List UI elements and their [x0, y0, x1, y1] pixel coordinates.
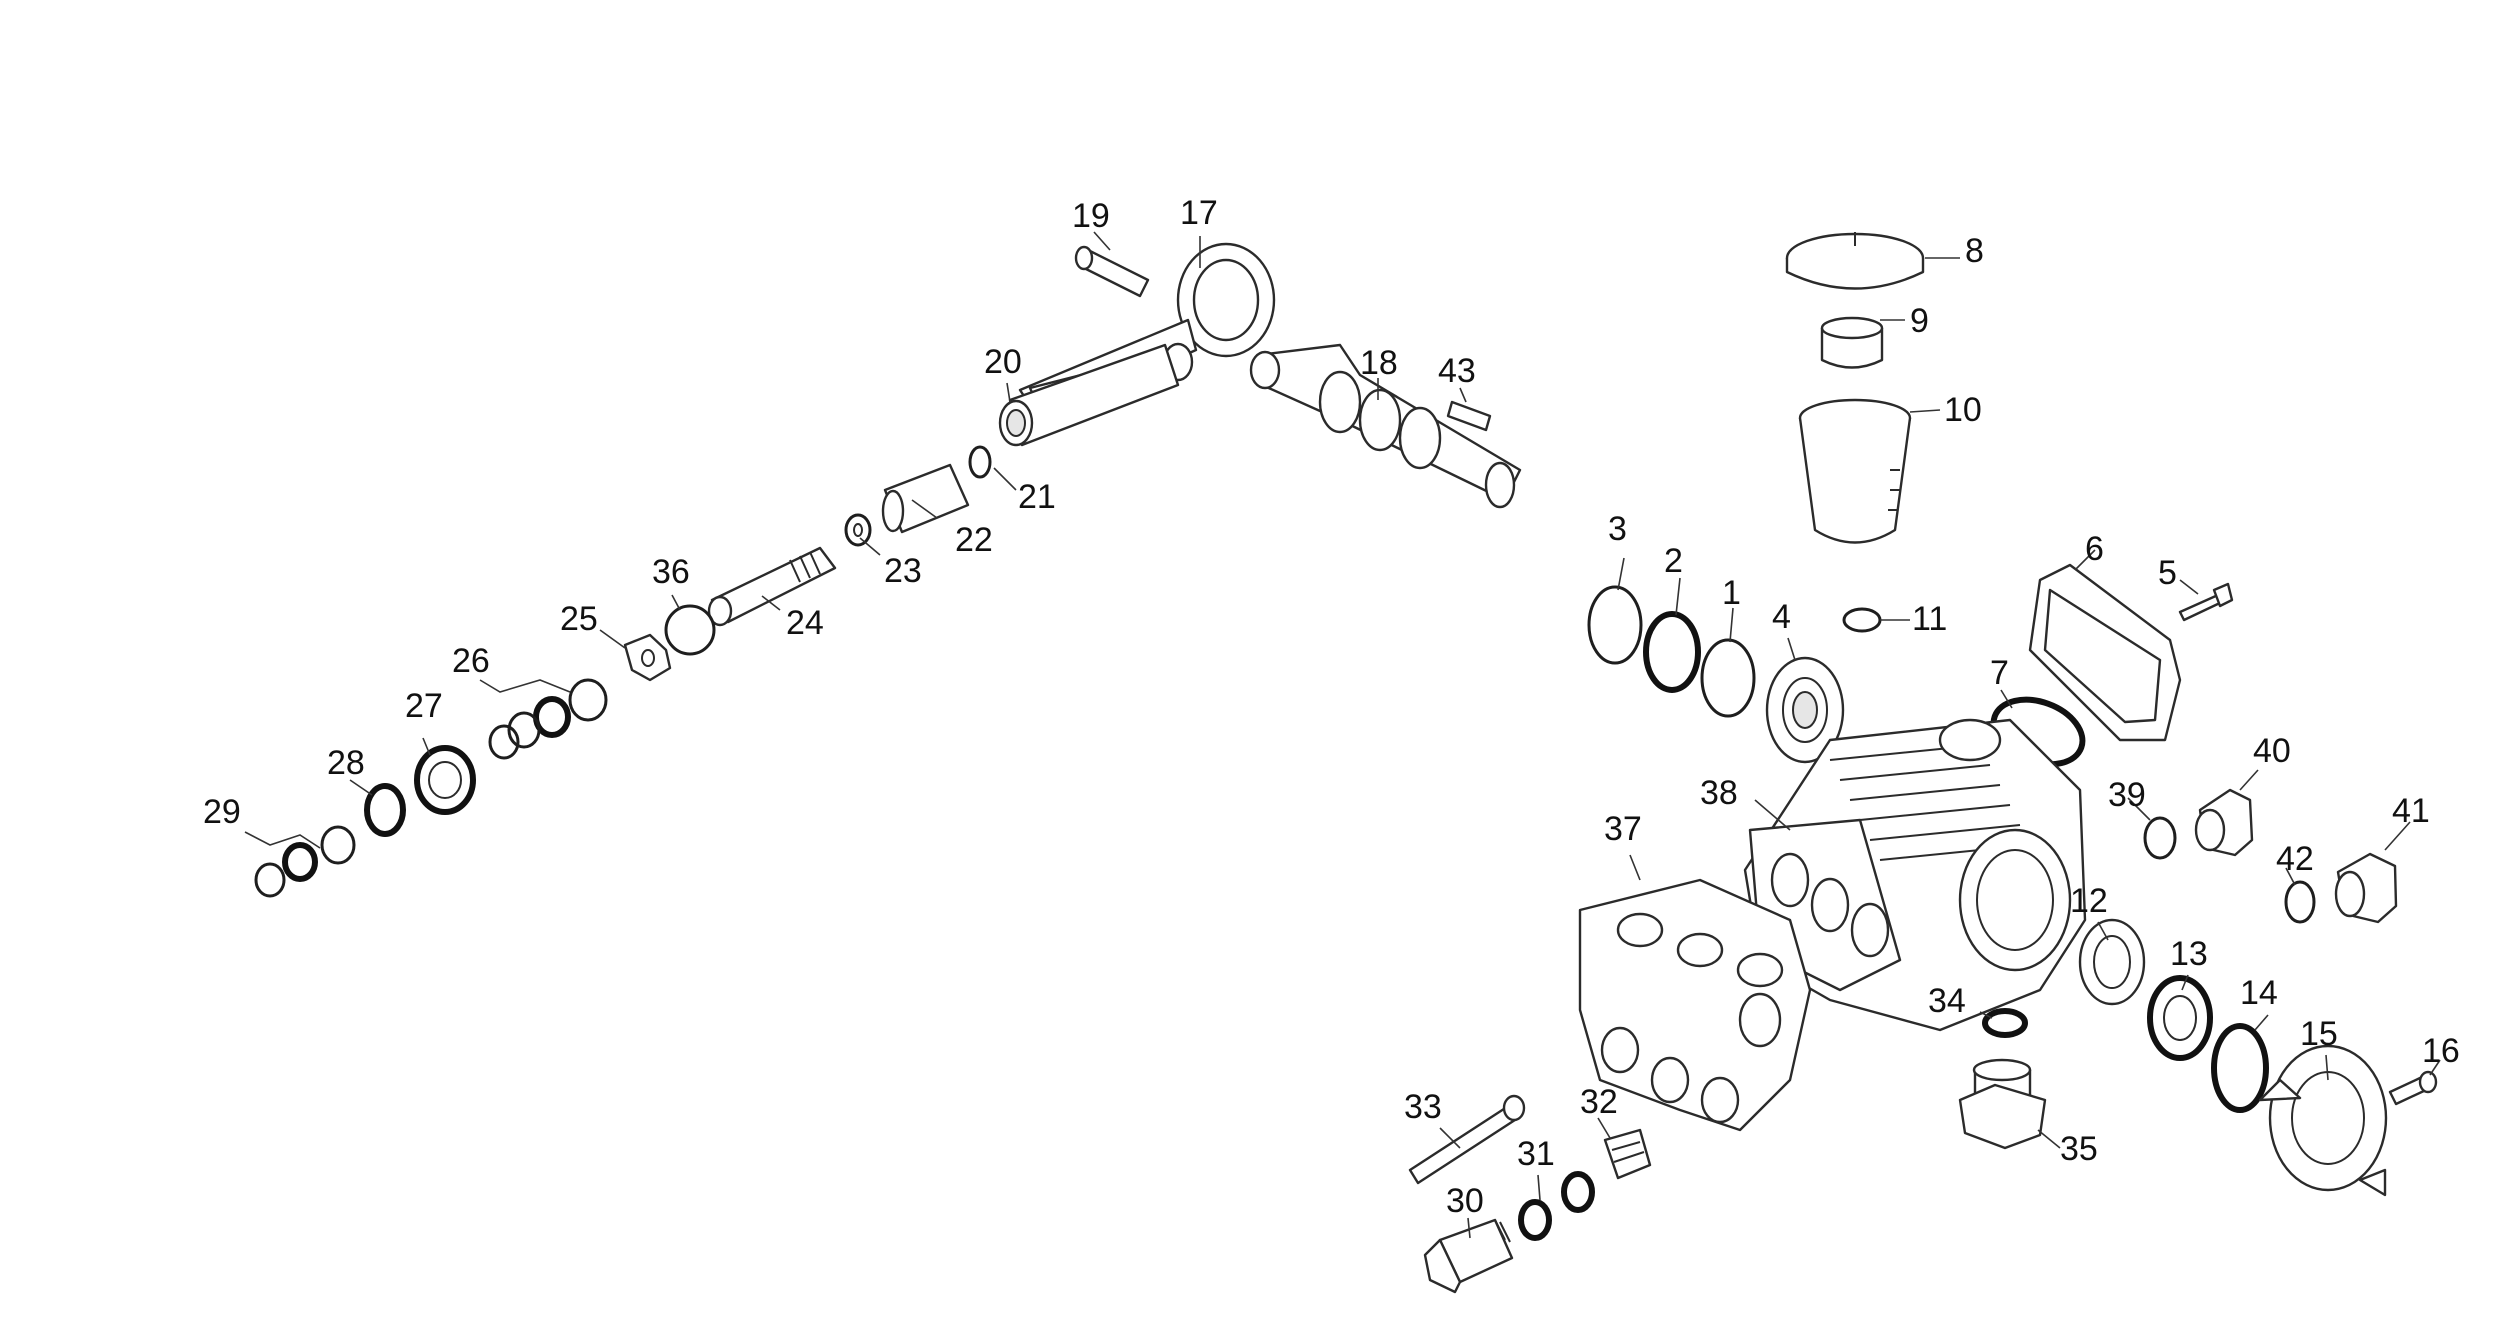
part-26-seal-set [488, 678, 608, 760]
callout-1: 1 [1722, 574, 1741, 612]
callout-31: 31 [1517, 1135, 1555, 1173]
part-27-seal-housing [414, 745, 476, 815]
callout-36: 36 [652, 553, 690, 591]
callout-20: 20 [984, 343, 1022, 381]
part-4-bearing [1765, 656, 1845, 764]
callout-10: 10 [1944, 391, 1982, 429]
part-43-key [1446, 400, 1492, 432]
part-12-bearing [2078, 918, 2146, 1006]
callout-13: 13 [2170, 935, 2208, 973]
part-34-o-ring [1982, 1008, 2028, 1038]
part-23-washer [844, 513, 872, 547]
callout-38: 38 [1700, 774, 1738, 812]
part-33-bolt [1408, 1094, 1526, 1185]
part-25-seal-retainer [623, 633, 672, 682]
part-5-screw [2178, 582, 2234, 622]
part-10-oil-cup [1798, 398, 1912, 544]
callout-6: 6 [2085, 530, 2104, 568]
part-22-sleeve [881, 463, 970, 534]
part-19-wrist-pin [1074, 245, 1150, 298]
callout-25: 25 [560, 600, 598, 638]
part-39-o-ring [2143, 816, 2177, 860]
callout-32: 32 [1580, 1083, 1618, 1121]
leader-lines [244, 231, 2441, 1239]
part-42-o-ring [2284, 880, 2316, 924]
callout-35: 35 [2060, 1130, 2098, 1168]
callout-41: 41 [2392, 792, 2430, 830]
callout-23: 23 [884, 552, 922, 590]
part-35-drain-plug [1958, 1058, 2047, 1150]
callout-43: 43 [1438, 352, 1476, 390]
part-1-ring [1700, 638, 1756, 718]
callout-30: 30 [1446, 1182, 1484, 1220]
callout-28: 28 [327, 744, 365, 782]
callout-3: 3 [1608, 510, 1627, 548]
callout-2: 2 [1664, 542, 1683, 580]
part-40-plug [2194, 788, 2254, 857]
part-21-washer [968, 445, 992, 479]
callout-40: 40 [2253, 732, 2291, 770]
callout-18: 18 [1360, 344, 1398, 382]
part-41-plug [2334, 852, 2398, 924]
callout-19: 19 [1072, 197, 1110, 235]
callout-12: 12 [2070, 882, 2108, 920]
callout-14: 14 [2240, 974, 2278, 1012]
callout-34: 34 [1928, 982, 1966, 1020]
callout-37: 37 [1604, 810, 1642, 848]
callout-42: 42 [2276, 840, 2314, 878]
callout-27: 27 [405, 687, 443, 725]
callout-39: 39 [2108, 776, 2146, 814]
part-31-o-rings [1518, 1171, 1595, 1241]
callout-labels: 1 2 3 4 5 6 7 8 9 10 11 12 13 14 15 16 1… [203, 194, 2460, 1220]
callout-21: 21 [1018, 478, 1056, 516]
part-30-valve-plug [1423, 1218, 1514, 1294]
part-32-valve [1603, 1128, 1652, 1180]
part-29-seal-set [254, 825, 356, 898]
callout-24: 24 [786, 604, 824, 642]
callout-11: 11 [1912, 600, 1947, 638]
part-6-cover-gasket [2028, 563, 2182, 742]
part-14-o-ring [2211, 1023, 2269, 1113]
part-16-screw [2388, 1070, 2438, 1106]
part-11-o-ring [1842, 607, 1882, 633]
callout-4: 4 [1772, 598, 1791, 636]
callout-5: 5 [2158, 554, 2177, 592]
callout-15: 15 [2300, 1015, 2338, 1053]
callout-26: 26 [452, 642, 490, 680]
part-28-o-ring [364, 783, 406, 837]
part-18-crankshaft [1249, 343, 1522, 509]
part-15-bearing-cover [2258, 1044, 2388, 1197]
callout-16: 16 [2422, 1032, 2460, 1070]
callout-7: 7 [1990, 654, 2009, 692]
part-37-manifold [1578, 878, 1812, 1132]
part-20-piston-guide [998, 343, 1180, 447]
part-3-shim [1587, 585, 1643, 665]
part-13-oil-seal [2147, 975, 2213, 1061]
part-8-oil-cap [1785, 232, 1925, 290]
callout-22: 22 [955, 521, 993, 559]
callout-33: 33 [1404, 1088, 1442, 1126]
part-9-filter [1820, 316, 1884, 369]
callout-17: 17 [1180, 194, 1218, 232]
part-24-plunger [707, 546, 837, 627]
part-36-ring [664, 604, 716, 656]
callout-8: 8 [1965, 232, 1984, 270]
callout-9: 9 [1910, 302, 1929, 340]
part-2-o-ring [1643, 611, 1701, 693]
callout-29: 29 [203, 793, 241, 831]
